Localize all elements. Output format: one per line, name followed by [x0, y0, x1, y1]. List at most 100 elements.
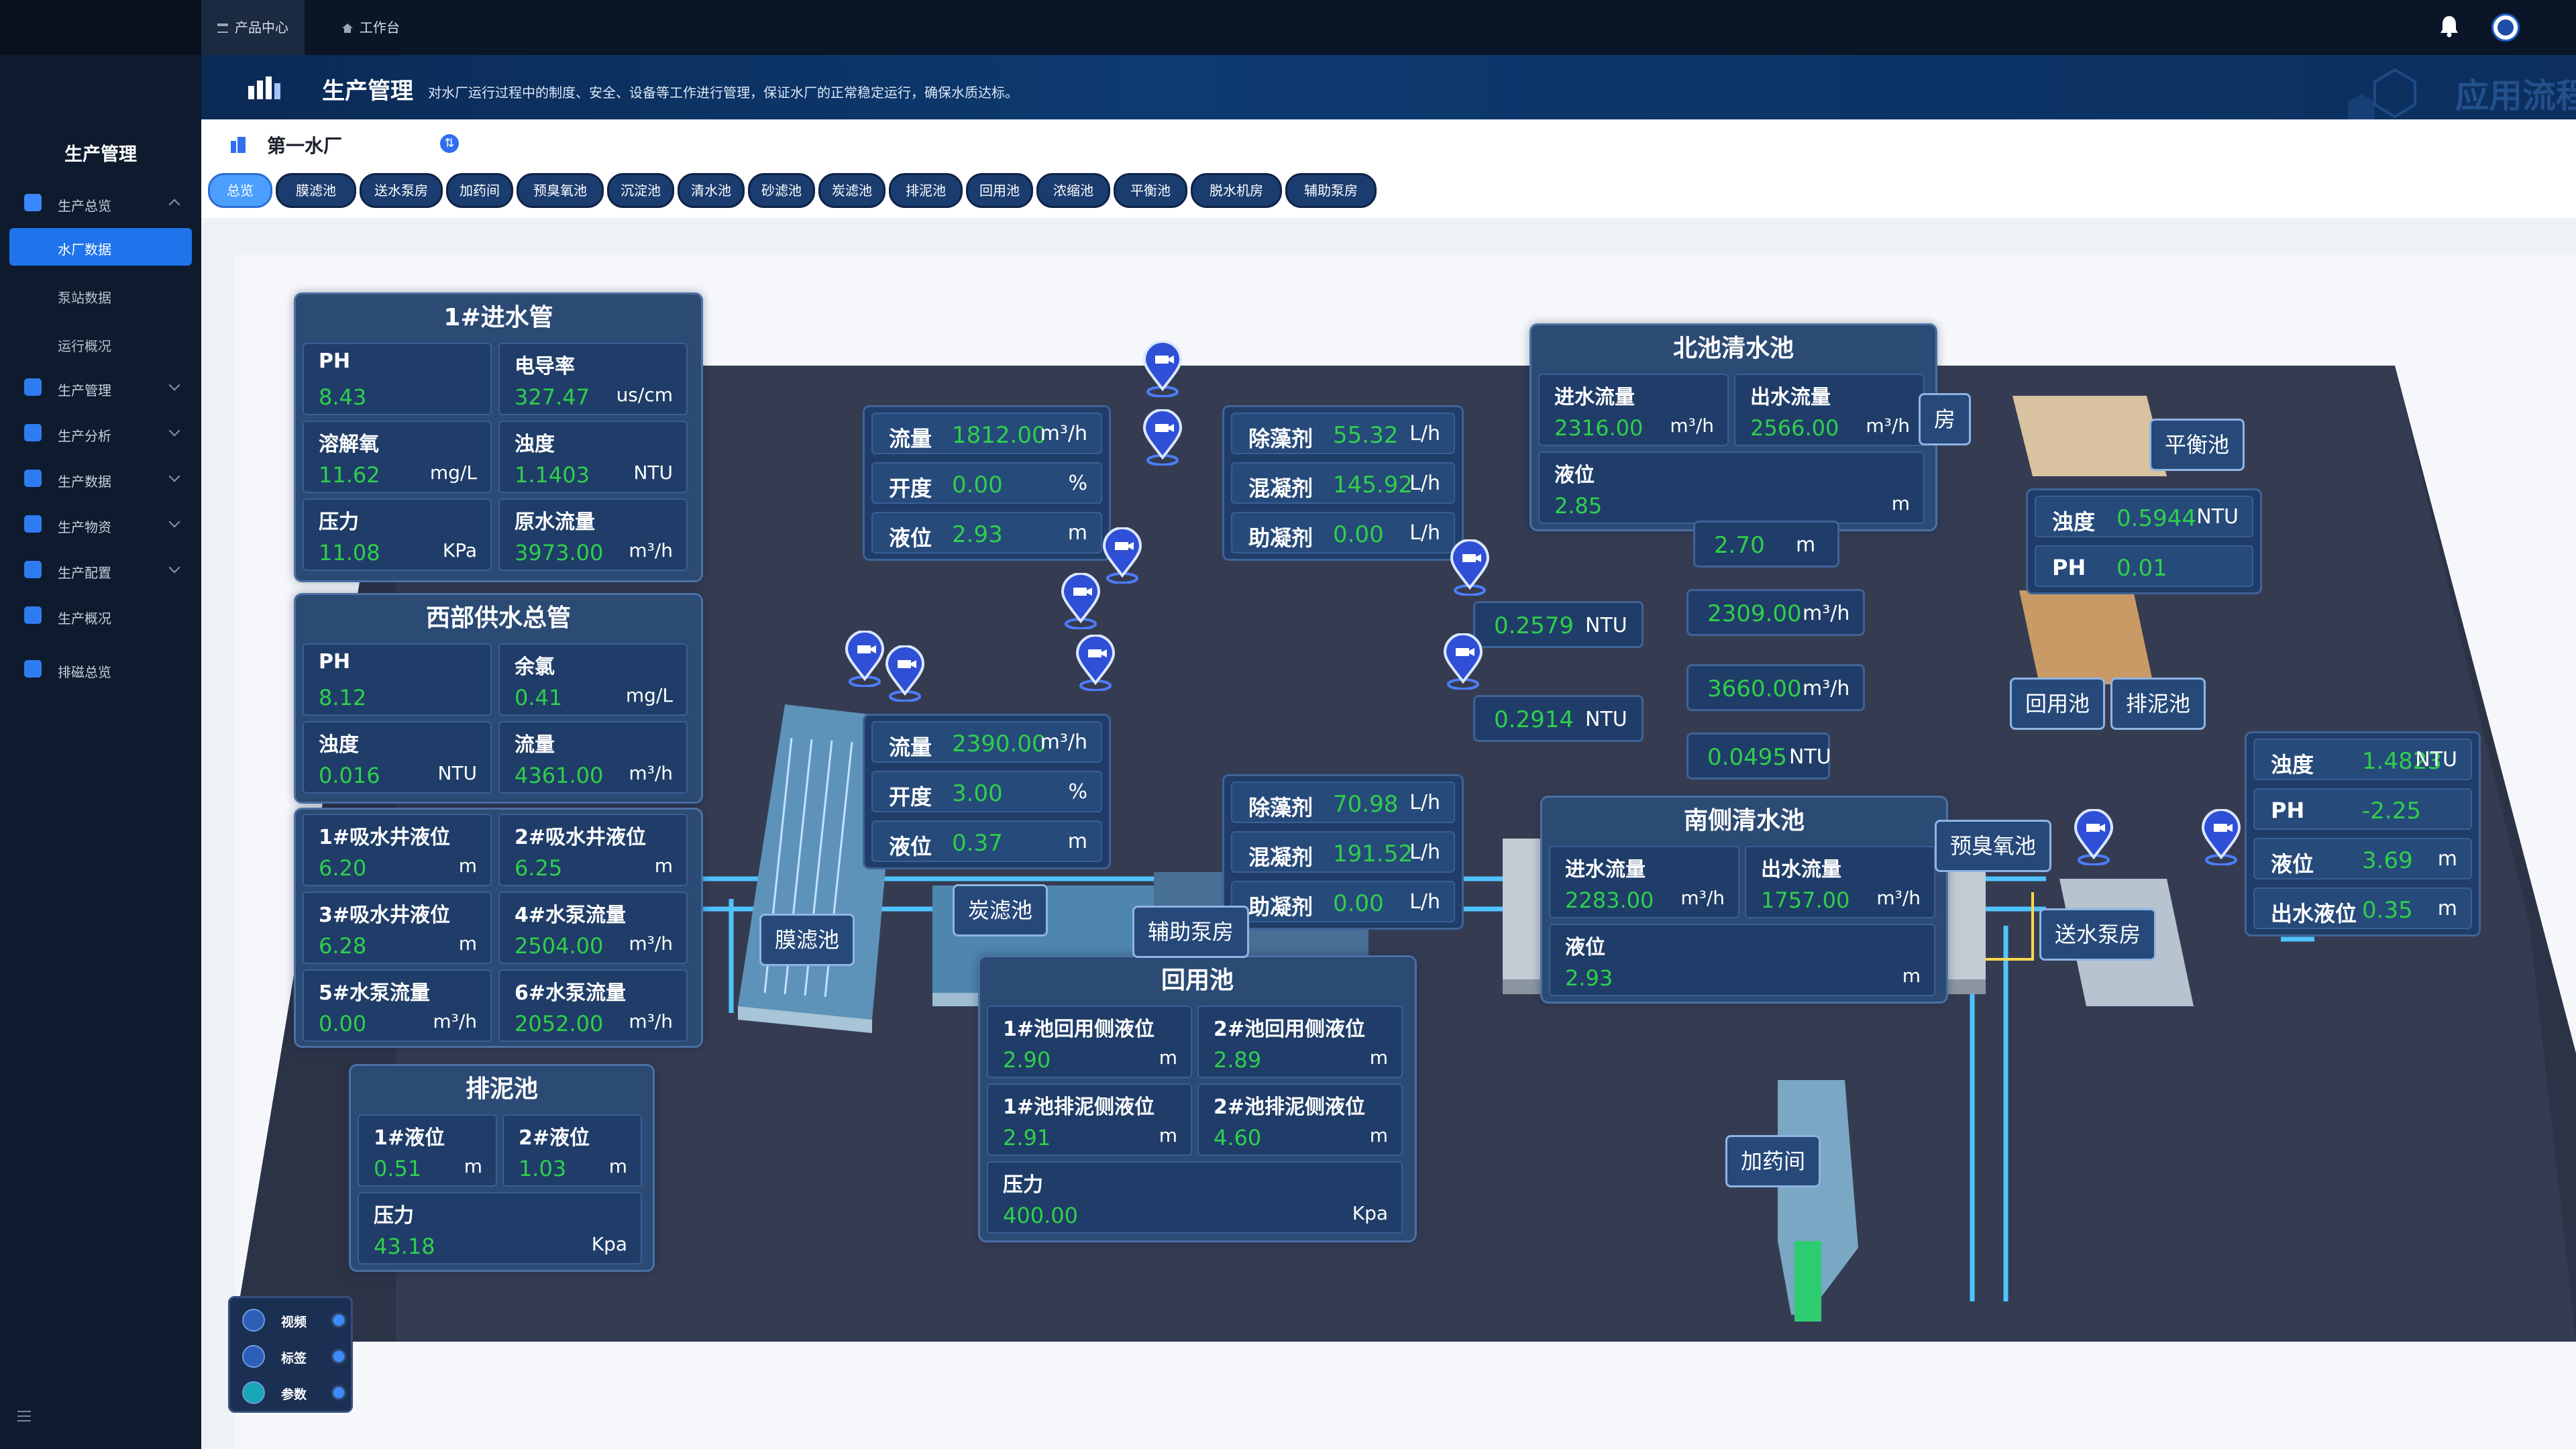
- camera-pin-icon[interactable]: [1059, 572, 1103, 630]
- plant-tab[interactable]: 平衡池: [1114, 173, 1187, 208]
- plant-tab[interactable]: 砂滤池: [748, 173, 815, 208]
- metric-unit: mg/L: [429, 462, 477, 484]
- metric-label: 4#水泵流量: [515, 904, 627, 927]
- camera-pin-icon[interactable]: [1441, 633, 1485, 690]
- metric-label: 电导率: [515, 355, 575, 378]
- legend-params[interactable]: 参数: [242, 1379, 344, 1405]
- banner-watermark: 应用流程: [2334, 55, 2576, 119]
- facility-label[interactable]: 炭滤池: [953, 884, 1049, 936]
- camera-pin-icon[interactable]: [1140, 409, 1185, 466]
- badge-unit: m: [1796, 533, 1816, 557]
- plant-tab[interactable]: 膜滤池: [276, 173, 356, 208]
- chevron-down-icon: [168, 470, 180, 482]
- panel-title: 南侧清水池: [1683, 807, 1805, 835]
- metric-value: 400.00: [1003, 1203, 1078, 1228]
- facility-label[interactable]: 膜滤池: [759, 914, 855, 966]
- toggle-dot[interactable]: [333, 1351, 344, 1362]
- camera-pin-icon[interactable]: [883, 645, 927, 702]
- metric-value: 2.93: [1565, 965, 1613, 991]
- sidebar-item-management[interactable]: 生产管理: [0, 369, 201, 407]
- tab-product-center[interactable]: 产品中心: [201, 0, 305, 55]
- facility-label[interactable]: 预臭氧池: [1935, 820, 2052, 872]
- facility-label[interactable]: 送水泵房: [2039, 908, 2157, 961]
- sidebar-item-overview[interactable]: 生产总览: [0, 184, 201, 222]
- plant-tab[interactable]: 排泥池: [889, 173, 963, 208]
- plant-tab[interactable]: 辅助泵房: [1285, 173, 1377, 208]
- plant-tab[interactable]: 炭滤池: [818, 173, 885, 208]
- metric-unit: m³/h: [1670, 415, 1714, 437]
- legend-tag[interactable]: 标签: [242, 1342, 344, 1369]
- sidebar-item-data[interactable]: 生产数据: [0, 460, 201, 498]
- sidebar-subitem-label: 水厂数据: [58, 241, 111, 258]
- camera-pin-icon[interactable]: [1073, 634, 1118, 692]
- bell-icon[interactable]: [2439, 15, 2459, 38]
- facility-label[interactable]: 排泥池: [2110, 678, 2206, 730]
- metric-unit: m³/h: [1866, 415, 1910, 437]
- balance-pool-building: [2012, 396, 2167, 684]
- tab-workbench[interactable]: 工作台: [326, 0, 416, 55]
- plant-tab[interactable]: 清水池: [678, 173, 745, 208]
- plant-tab[interactable]: 浓缩池: [1036, 173, 1110, 208]
- sidebar-item-materials[interactable]: 生产物资: [0, 506, 201, 543]
- facility-label[interactable]: 回用池: [2010, 678, 2106, 730]
- plant-tab[interactable]: 送水泵房: [360, 173, 443, 208]
- sidebar-subitem-plant-data[interactable]: 水厂数据: [9, 228, 192, 266]
- camera-pin-icon[interactable]: [1140, 340, 1185, 398]
- user-avatar[interactable]: [2491, 13, 2520, 42]
- sidebar-item-grid-overview[interactable]: 排磁总览: [0, 651, 201, 688]
- metric-label: 进水流量: [1554, 386, 1635, 409]
- plant-tab[interactable]: 加药间: [446, 173, 513, 208]
- panel-title: 北池清水池: [1672, 335, 1794, 362]
- plant-tab[interactable]: 回用池: [966, 173, 1033, 208]
- document-icon: [24, 424, 42, 441]
- badge-value: 0.2579: [1494, 612, 1574, 639]
- metric-label: 余氯: [515, 655, 555, 679]
- legend-video[interactable]: 视频: [242, 1306, 344, 1333]
- switch-plant-icon[interactable]: ⇅: [440, 134, 459, 153]
- plant-tab[interactable]: 沉淀池: [607, 173, 674, 208]
- flow-label: 液位: [2271, 851, 2314, 877]
- facility-label[interactable]: 房: [1919, 393, 1972, 445]
- params-icon: [242, 1381, 265, 1404]
- camera-pin-icon[interactable]: [2199, 808, 2243, 866]
- camera-pin-icon[interactable]: [843, 630, 887, 688]
- sidebar-item-label: 生产物资: [58, 519, 111, 535]
- toggle-dot[interactable]: [333, 1315, 344, 1326]
- flow-unit: m: [1067, 830, 1087, 853]
- sidebar-item-config[interactable]: 生产配置: [0, 551, 201, 589]
- camera-pin-icon[interactable]: [2072, 808, 2116, 866]
- flow-unit: m: [2437, 847, 2457, 871]
- facility-label[interactable]: 平衡池: [2149, 419, 2245, 471]
- plant-tab[interactable]: 脱水机房: [1191, 173, 1282, 208]
- chart-icon: [24, 606, 42, 624]
- metric-unit: m: [1159, 1046, 1177, 1069]
- flow-label: 开度: [889, 476, 932, 501]
- badge-unit: NTU: [1585, 614, 1627, 637]
- facility-label[interactable]: 辅助泵房: [1132, 906, 1250, 958]
- sidebar-subitem-operation[interactable]: 运行概况: [0, 325, 201, 362]
- facility-label[interactable]: 加药间: [1725, 1135, 1821, 1187]
- plant-tab[interactable]: 总览: [208, 173, 272, 208]
- metric-unit: m: [458, 932, 477, 955]
- metric-unit: m: [654, 855, 673, 877]
- sidebar-subitem-pump-data[interactable]: 泵站数据: [0, 276, 201, 314]
- sidebar-item-summary[interactable]: 生产概况: [0, 597, 201, 635]
- toggle-dot[interactable]: [333, 1387, 344, 1398]
- bar-chart-icon: [246, 74, 282, 101]
- flow-value: 70.98: [1333, 791, 1399, 818]
- sidebar-item-analysis[interactable]: 生产分析: [0, 415, 201, 452]
- camera-pin-icon[interactable]: [1448, 539, 1492, 596]
- plant-tab[interactable]: 预臭氧池: [517, 173, 604, 208]
- camera-pin-icon[interactable]: [1100, 527, 1144, 584]
- collapse-sidebar-icon[interactable]: [17, 1411, 31, 1421]
- sidebar-item-label: 生产分析: [58, 428, 111, 444]
